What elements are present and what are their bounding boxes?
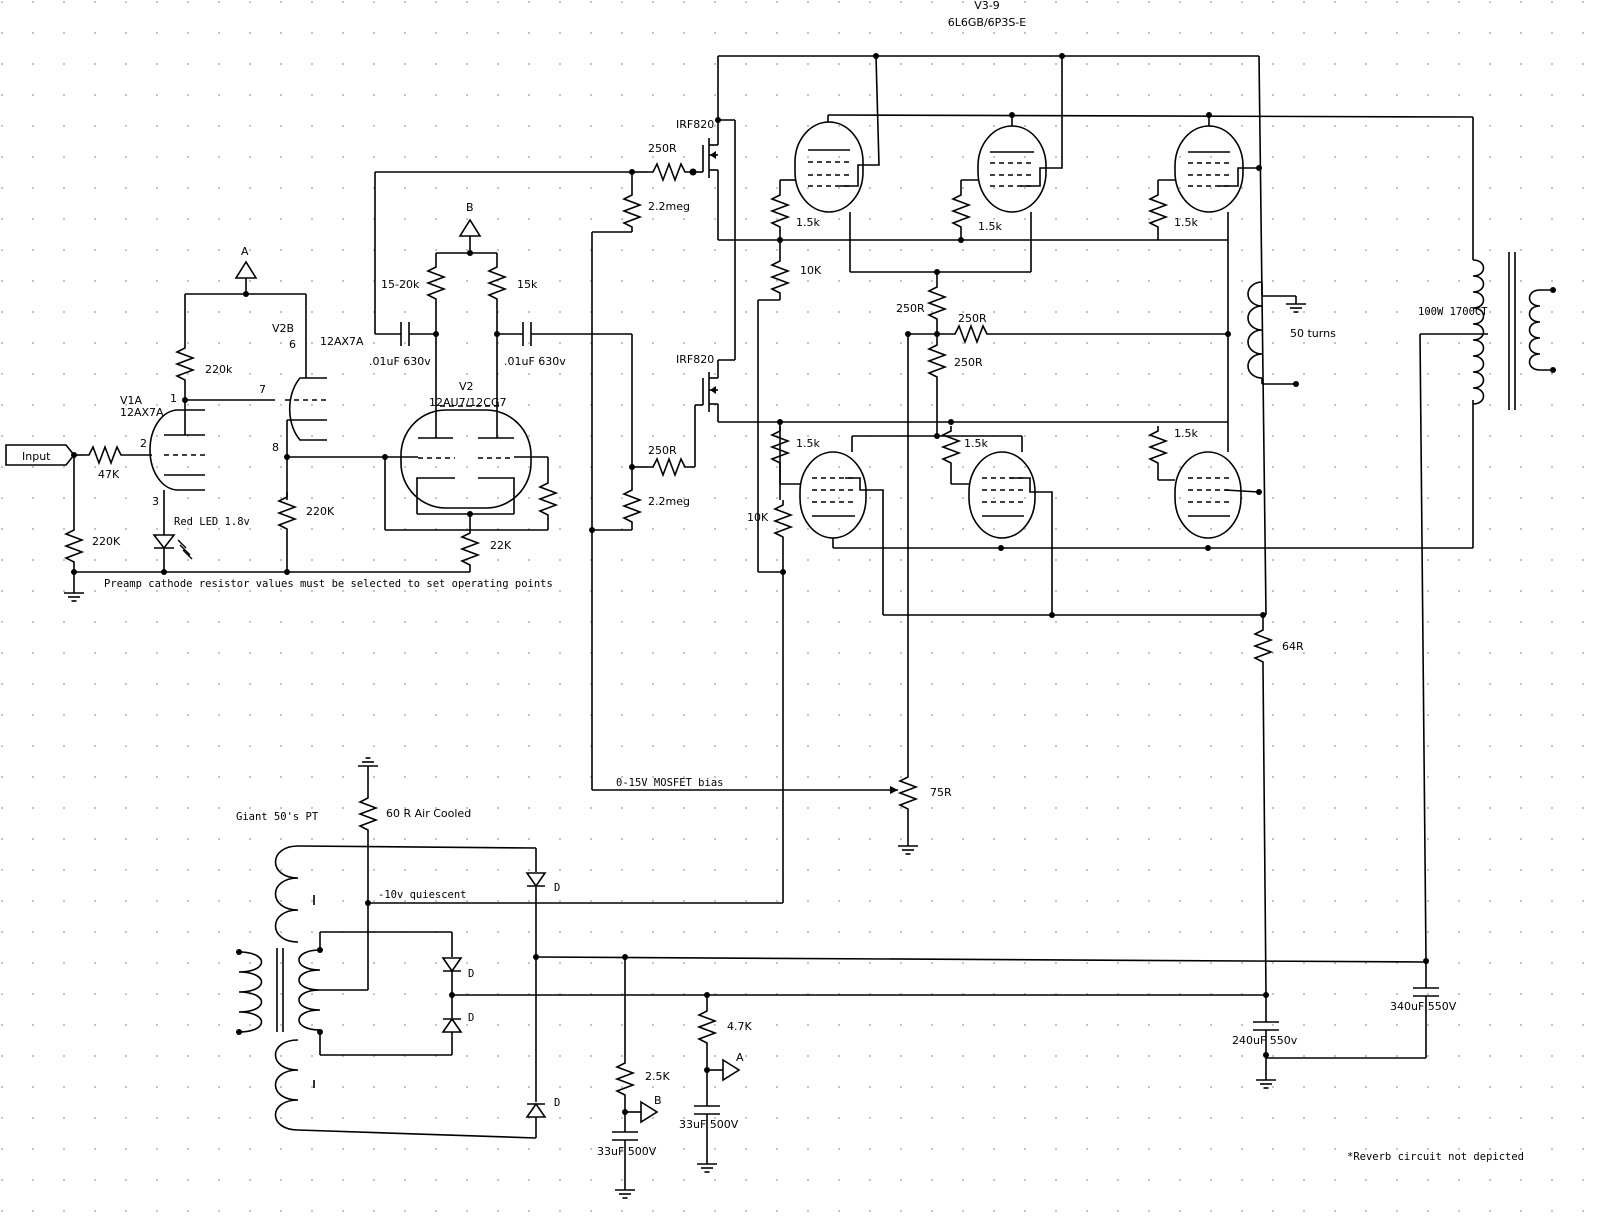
resistor-2-2meg-bottom-label: 2.2meg — [648, 495, 690, 508]
tube-group-label: V3-9 — [974, 0, 1000, 12]
supply-a-output-label: A — [736, 1051, 744, 1064]
supply-b-output-label: B — [654, 1094, 662, 1107]
v2-type: 12AU7/12CG7 — [429, 396, 506, 409]
output-transformer-label: 100W 1700CT — [1418, 306, 1488, 318]
supply-a-output-triangle — [722, 1058, 741, 1082]
resistor-60r-label: 60 R Air Cooled — [386, 807, 471, 820]
input-jack[interactable]: Input — [5, 444, 76, 466]
supply-a-label: A — [241, 245, 249, 258]
resistor-64r-label: 64R — [1282, 640, 1304, 653]
resistor-10k-bottom-label: 10K — [747, 511, 769, 524]
pin-6-label: 6 — [289, 338, 296, 351]
diode-4-label: D — [554, 1097, 560, 1109]
capacitor-right-label: .01uF 630v — [504, 355, 566, 368]
output-tube-bottom-2 — [968, 451, 1053, 615]
resistor-1-5k-top-2-label: 1.5k — [978, 220, 1002, 233]
capacitor-33uf-b-label: 33uF 500V — [597, 1145, 657, 1158]
twin-triode-v2 — [400, 405, 532, 509]
mosfet-bottom — [702, 372, 718, 412]
diode-1-label: D — [554, 882, 560, 894]
resistor-15k-label: 15k — [517, 278, 538, 291]
resistor-1-5k-top-3-label: 1.5k — [1174, 216, 1198, 229]
resistor-250r-a-label: 250R — [896, 302, 925, 315]
resistor-2-2meg-top-label: 2.2meg — [648, 200, 690, 213]
v2-label: V2 — [459, 380, 474, 393]
diode-2-label: D — [468, 968, 474, 980]
power-transformer-icon — [238, 845, 537, 1139]
resistor-22k-label: 22K — [490, 539, 512, 552]
resistor-250r-gate-bottom-label: 250R — [648, 444, 677, 457]
pin-3-label: 3 — [152, 495, 159, 508]
resistor-1-5k-bottom-1-label: 1.5k — [796, 437, 820, 450]
resistor-1-5k-bottom-2-label: 1.5k — [964, 437, 988, 450]
v1a-label: V1A — [120, 394, 143, 407]
output-tube-top-3 — [1174, 125, 1259, 213]
resistor-4-7k-label: 4.7K — [727, 1020, 752, 1033]
resistor-250r-gate-top-label: 250R — [648, 142, 677, 155]
red-led-icon — [152, 534, 193, 560]
resistor-2-5k-label: 2.5K — [645, 1070, 670, 1083]
mosfet-top — [702, 138, 718, 178]
output-tube-top-1 — [794, 55, 880, 213]
pin-1-label: 1 — [170, 392, 177, 405]
feedback-coil-icon — [1247, 281, 1296, 385]
resistor-220k-grid-label: 220K — [92, 535, 121, 548]
v2b-type: 12AX7A — [320, 335, 364, 348]
resistor-220k-cathode-label: 220K — [306, 505, 335, 518]
power-transformer-label: Giant 50's PT — [236, 811, 319, 823]
resistor-250r-b-label: 250R — [958, 312, 987, 325]
supply-b-output-triangle — [640, 1100, 659, 1124]
capacitor-240uf-label: 240uF 550v — [1232, 1034, 1298, 1047]
capacitor-33uf-a-label: 33uF 500V — [679, 1118, 739, 1131]
mosfet-bottom-label: IRF820 — [676, 353, 714, 366]
resistor-15-20k-label: 15-20k — [381, 278, 420, 291]
resistor-220k-plate-label: 220k — [205, 363, 233, 376]
pin-8-label: 8 — [272, 441, 279, 454]
turns-label: 50 turns — [1290, 327, 1336, 340]
v1a-type: 12AX7A — [120, 406, 164, 419]
v2b-label: V2B — [272, 322, 294, 335]
resistor-1-5k-top-1-label: 1.5k — [796, 216, 820, 229]
output-transformer-icon — [1472, 252, 1550, 410]
capacitor-340uf-label: 340uF 550V — [1390, 1000, 1457, 1013]
diode-3-label: D — [468, 1012, 474, 1024]
preamp-note: Preamp cathode resistor values must be s… — [104, 578, 553, 590]
pin-7-label: 7 — [259, 383, 266, 396]
output-tube-bottom-3 — [1174, 451, 1260, 539]
resistor-1-5k-bottom-3-label: 1.5k — [1174, 427, 1198, 440]
pin-2-label: 2 — [140, 437, 147, 450]
potentiometer-75r-label: 75R — [930, 786, 952, 799]
resistor-47k-label: 47K — [98, 468, 120, 481]
mosfet-bias-label: 0-15V MOSFET bias — [616, 777, 723, 789]
tube-type-label: 6L6GB/6P3S-E — [948, 16, 1026, 29]
input-label: Input — [22, 450, 51, 463]
quiescent-label: -10v quiescent — [378, 889, 467, 901]
resistor-10k-top-label: 10K — [800, 264, 822, 277]
footnote: *Reverb circuit not depicted — [1347, 1151, 1524, 1163]
supply-b-label: B — [466, 201, 474, 214]
capacitor-left-label: .01uF 630v — [369, 355, 431, 368]
mosfet-top-label: IRF820 — [676, 118, 714, 131]
resistor-250r-c-label: 250R — [954, 356, 983, 369]
triode-v2b — [285, 294, 327, 441]
led-label: Red LED 1.8v — [174, 516, 250, 528]
